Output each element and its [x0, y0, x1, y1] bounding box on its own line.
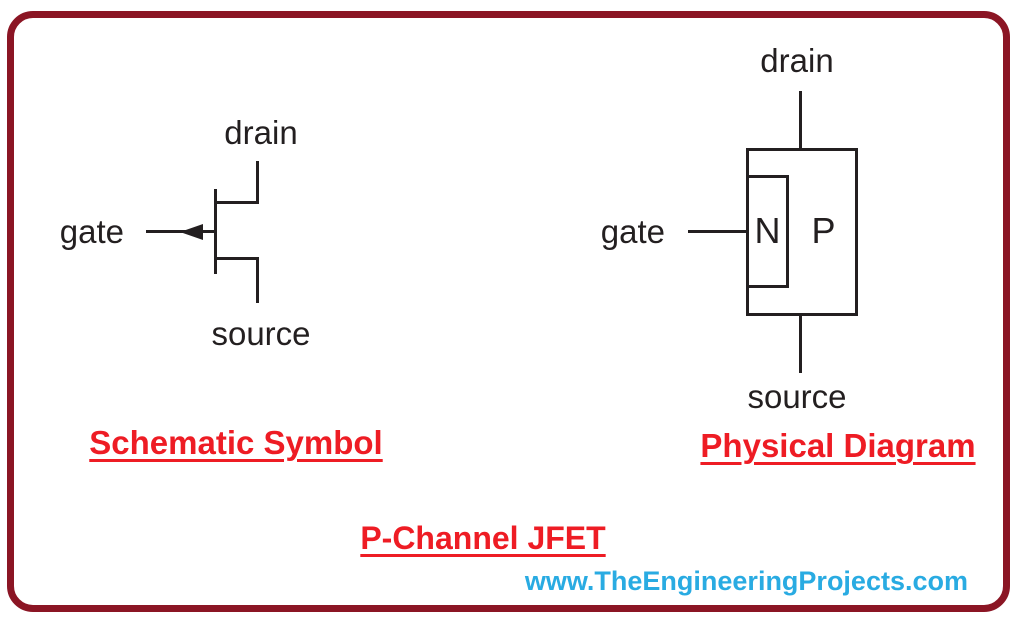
n-gate-region-block [746, 175, 789, 288]
physical-gate-label: gate [600, 213, 665, 250]
figure-border [7, 11, 1010, 612]
physical-caption: Physical Diagram [700, 427, 976, 464]
figure-title: P-Channel JFET [360, 520, 606, 556]
physical-drain-lead [799, 91, 802, 149]
physical-source-label: source [747, 378, 847, 415]
p-region-label: P [811, 210, 836, 251]
physical-gate-lead [688, 230, 746, 233]
schematic-drain-label: drain [224, 114, 298, 151]
physical-source-lead [799, 316, 802, 373]
schematic-source-lead-horizontal [215, 257, 259, 260]
schematic-gate-label: gate [59, 213, 124, 250]
schematic-channel-bar [214, 189, 217, 274]
gate-arrow-icon [180, 224, 203, 240]
schematic-caption: Schematic Symbol [89, 424, 383, 461]
physical-drain-label: drain [760, 42, 834, 79]
schematic-source-label: source [211, 315, 311, 352]
schematic-source-lead-vertical [256, 257, 259, 303]
schematic-drain-lead-horizontal [215, 201, 259, 204]
schematic-drain-lead-vertical [256, 161, 259, 204]
website-watermark: www.TheEngineeringProjects.com [524, 566, 968, 596]
n-region-label: N [754, 210, 781, 251]
